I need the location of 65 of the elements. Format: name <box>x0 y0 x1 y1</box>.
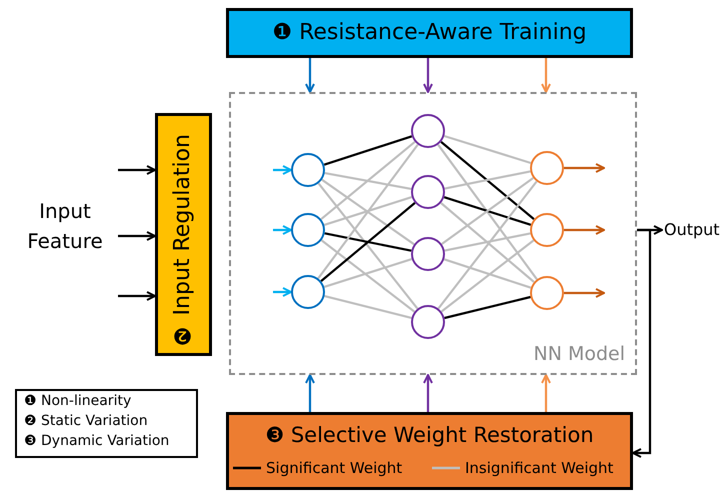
process-box <box>226 412 633 490</box>
neuron-circle <box>290 212 324 246</box>
arrow <box>541 374 551 412</box>
connection-line <box>437 144 538 280</box>
arrow <box>305 374 315 412</box>
connection-line <box>320 202 416 282</box>
neuron-circle <box>410 174 444 208</box>
connection-line <box>444 170 531 190</box>
dashed-group-box <box>229 92 637 375</box>
arrow <box>273 287 292 297</box>
arrow <box>541 58 551 93</box>
connection-line <box>444 258 532 289</box>
output-label: Output <box>664 220 720 239</box>
neuron-circle <box>410 114 444 148</box>
arrow <box>118 291 156 301</box>
neuron-circle <box>530 212 564 246</box>
connection-line <box>440 141 535 220</box>
connection-line <box>440 240 534 312</box>
connection-line <box>324 258 412 288</box>
connection-line <box>321 178 415 246</box>
arrow <box>118 165 156 175</box>
box-title: ❸ Selective Weight Restoration <box>264 423 595 447</box>
note-text: ❸ Dynamic Variation <box>24 433 170 449</box>
connection-line <box>440 202 535 283</box>
connection-line <box>324 232 412 252</box>
arrow <box>564 225 605 235</box>
connection-line <box>324 196 412 226</box>
note-text: ❷ Static Variation <box>24 413 148 429</box>
connection-line <box>324 295 412 319</box>
arrow <box>305 58 315 93</box>
connection-line <box>444 196 532 226</box>
connection-line <box>444 296 531 320</box>
arrow <box>273 225 292 235</box>
connection-line <box>324 172 412 190</box>
input-label: Input Feature <box>26 198 104 255</box>
arrow <box>423 374 433 412</box>
arrow <box>564 288 605 298</box>
connection-line <box>444 232 531 252</box>
connection-line <box>320 239 416 313</box>
legend-text: Insignificant Weight <box>465 459 614 477</box>
connection-line <box>317 144 419 280</box>
arrow <box>423 58 433 93</box>
connection-line <box>324 135 412 166</box>
legend-text: Significant Weight <box>266 459 402 477</box>
neuron-circle <box>410 304 444 338</box>
group-title: NN Model <box>533 343 625 365</box>
note-text: ❶ Non-linearity <box>24 393 132 409</box>
process-box <box>226 8 633 58</box>
arrow <box>273 165 292 175</box>
connection-line <box>318 182 418 310</box>
neuron-circle <box>410 236 444 270</box>
neuron-circle <box>290 152 324 186</box>
connection-line <box>441 177 534 245</box>
connection-line <box>438 180 538 310</box>
neuron-circle <box>290 274 324 308</box>
neuron-circle <box>530 150 564 184</box>
process-box <box>155 113 212 356</box>
arrow <box>632 228 652 458</box>
box-title: ❶ Resistance-Aware Training <box>271 20 588 45</box>
box-title: ❷ Input Regulation <box>170 134 195 347</box>
connection-line <box>444 134 532 164</box>
connection-line <box>320 140 416 220</box>
arrow <box>564 163 605 173</box>
arrow <box>118 231 156 241</box>
neuron-circle <box>530 276 564 310</box>
